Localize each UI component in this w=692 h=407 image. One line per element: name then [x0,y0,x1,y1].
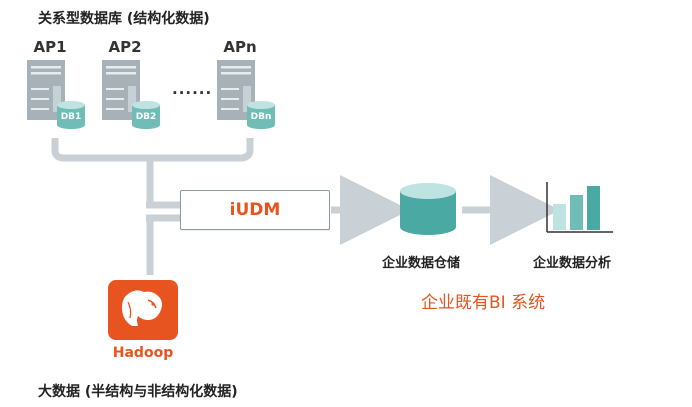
bi-system-label: 企业既有BI 系统 [421,293,546,313]
database-icon: DB1 [56,100,86,130]
apn-label: APn [223,38,257,56]
warehouse-label: 企业数据仓储 [382,256,461,271]
ap1-label: AP1 [33,38,67,56]
dbn-label: DBn [250,112,272,122]
database-icon: DB2 [131,100,161,130]
iudm-label: iUDM [229,200,281,220]
database-icon: DBn [246,100,276,130]
relational-db-title: 关系型数据库 (结构化数据) [38,11,210,27]
database-icon [400,183,456,235]
analysis-label: 企业数据分析 [533,256,612,271]
ellipsis: ...... [172,80,213,98]
db1-label: DB1 [60,112,82,122]
ap2-label: AP2 [108,38,142,56]
big-data-title: 大数据 (半结构与非结构化数据) [38,384,238,400]
db2-label: DB2 [135,112,157,122]
hadoop-label: Hadoop [112,345,174,361]
hadoop-elephant-icon [108,280,178,340]
iudm-box: iUDM [180,190,330,230]
bar-chart-icon [546,182,613,233]
